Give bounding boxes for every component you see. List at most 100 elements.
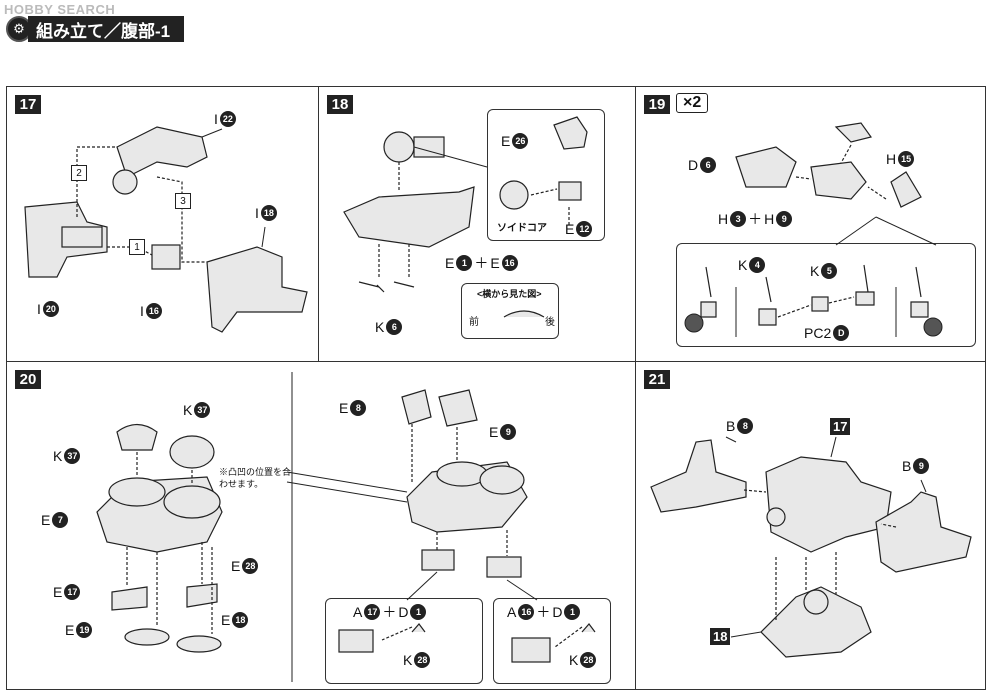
part-number: 37 [64,448,81,464]
runner-letter: A [507,604,517,620]
part-number: 1 [456,255,473,271]
step-20-panel: 20 [6,361,636,690]
runner-letter: K [569,652,579,668]
quantity-multiplier: ×2 [676,93,709,113]
order-marker-1: 1 [129,239,145,255]
step-number: 19 [644,95,670,114]
plus-sign: ＋ [474,255,489,271]
step-number: 18 [327,95,353,114]
plus-sign: ＋ [748,211,763,227]
step-19-illustration [684,122,943,337]
step-number: 20 [15,370,41,389]
part-number: 1 [564,604,581,620]
runner-letter: B [902,458,912,474]
solid-core-label: ソイドコア [497,223,547,234]
runner-letter: E [489,424,499,440]
watermark: HOBBY SEARCH [4,2,116,17]
runner-letter: E [565,221,575,237]
order-marker-3: 3 [175,193,191,209]
gear-icon: ⚙ [6,16,32,42]
part-number: 5 [821,263,838,279]
runner-letter: K [375,319,385,335]
part-number: 1 [410,604,427,620]
runner-letter: E [445,255,455,271]
part-number: 12 [576,221,593,237]
part-number: 9 [913,458,930,474]
step-17-illustration [24,126,308,333]
runner-letter: A [353,604,363,620]
front-label: 前 [469,317,479,328]
runner-letter: H [764,211,775,227]
part-number: 37 [194,402,211,418]
section-header: ⚙ 組み立て／腹部-1 [6,16,185,42]
part-number: D [833,325,850,341]
step-18-reference: 18 [710,628,731,645]
part-number: 16 [145,303,162,319]
order-marker-2: 2 [71,165,87,181]
runner-letter: I [255,205,259,221]
side-view-title: <横から見た図> [477,289,542,299]
back-label: 後 [545,317,555,328]
runner-letter: E [231,558,241,574]
runner-letter: K [810,263,820,279]
part-number: 19 [76,622,93,638]
part-number: 16 [518,604,535,620]
runner-letter: B [726,418,736,434]
step-20-illustration [96,372,596,682]
runner-letter: I [140,303,144,319]
step-number: 17 [15,95,41,114]
part-number: 9 [500,424,517,440]
runner-letter: D [398,604,409,620]
part-number: 22 [219,111,236,127]
runner-letter: I [37,301,41,317]
part-number: 28 [242,558,259,574]
runner-letter: K [403,652,413,668]
part-number: 6 [386,319,403,335]
plus-sign: ＋ [382,604,397,620]
part-number: 17 [364,604,381,620]
runner-letter: H [718,211,729,227]
runner-letter: D [688,157,699,173]
part-number: 15 [898,151,915,167]
runner-letter: PC2 [804,325,832,341]
part-number: 20 [42,301,59,317]
runner-letter: E [339,400,349,416]
step-17-reference: 17 [830,418,851,435]
part-number: 8 [737,418,754,434]
part-number: 28 [414,652,431,668]
step-21-illustration [650,436,972,658]
runner-letter: K [183,402,193,418]
runner-letter: E [53,584,63,600]
page-title: 組み立て／腹部-1 [28,16,185,42]
part-number: 18 [260,205,277,221]
part-number: 26 [512,133,529,149]
runner-letter: E [501,133,511,149]
